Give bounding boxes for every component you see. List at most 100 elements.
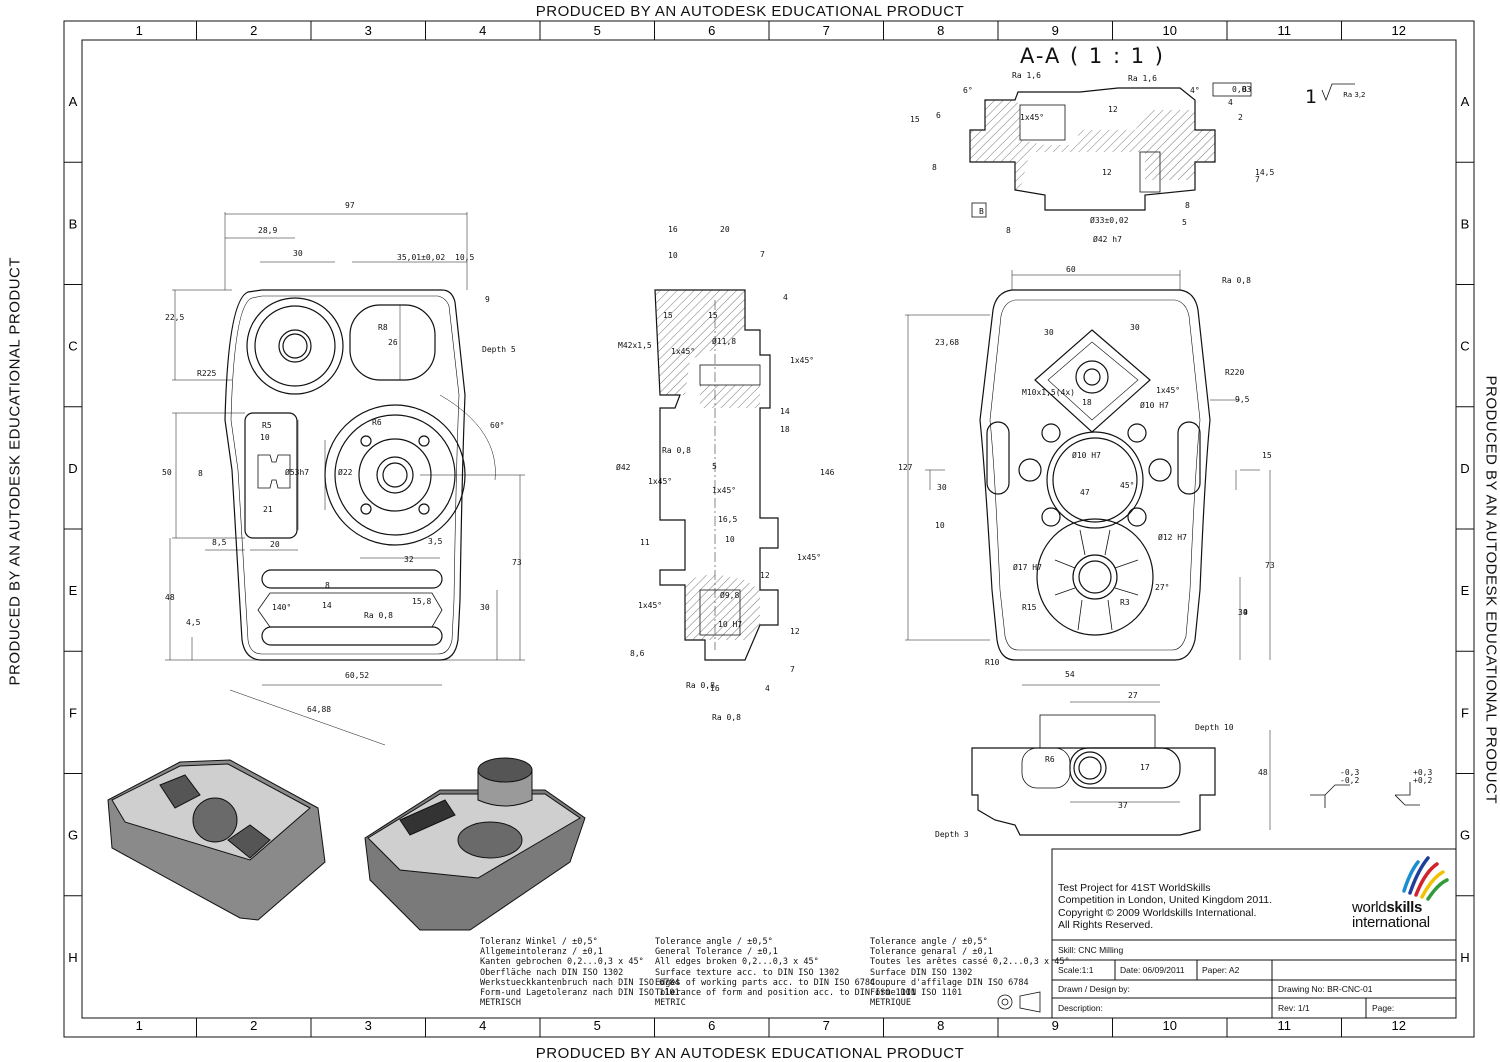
note-line: Allgemeintoleranz / ±0,1 [480, 947, 603, 958]
note-line: Werkstueckkantenbruch nach DIN ISO 6784 [480, 977, 680, 988]
dimension-label: 60° [490, 421, 504, 430]
zone-row-label: B [69, 216, 78, 231]
note-line: Tolerance angle / ±0,5° [870, 937, 988, 947]
dimension-label: B [979, 207, 984, 216]
dimension-label: 54 [1065, 670, 1075, 679]
symbols [971, 82, 1420, 1013]
zone-column-label: 6 [708, 23, 715, 38]
zone-row-label: E [69, 583, 78, 598]
zone-column-label: 12 [1392, 23, 1406, 38]
dimension-label: Ra 1,6 [1012, 71, 1041, 80]
dimension-label: Ra 1,6 [1128, 74, 1157, 83]
dimension-label: 8 [932, 163, 937, 172]
dimension-label: Ø9,8 [720, 590, 739, 600]
note-line: Tolerance of form and position acc. to D… [655, 988, 916, 999]
dimension-label: Depth 5 [482, 345, 516, 354]
zone-column-label: 7 [823, 1018, 830, 1033]
dimension-label: 140° [272, 603, 291, 612]
tolerance-label: +0,3 [1413, 768, 1432, 777]
views [107, 87, 1271, 931]
zone-column-label: 4 [479, 1018, 486, 1033]
zone-row-label: H [1460, 950, 1469, 965]
dimension-label: Depth 3 [935, 830, 969, 839]
dimension-label: 22,5 [165, 313, 184, 322]
dimension-label: 47 [1080, 488, 1090, 497]
note-line: METRISCH [480, 998, 521, 1009]
zone-column-label: 8 [937, 23, 944, 38]
top-view [165, 212, 525, 746]
zone-row-label: A [1461, 94, 1470, 109]
dimension-label: 64,88 [307, 705, 331, 714]
zone-column-label: 5 [594, 1018, 601, 1033]
dimension-label: 8 [1185, 201, 1190, 210]
zone-row-label: D [68, 461, 77, 476]
dimension-label: 14 [322, 601, 332, 610]
zone-column-label: 2 [250, 23, 257, 38]
dimension-label: 30 [480, 603, 490, 612]
dimension-label: B [1242, 85, 1247, 94]
zone-column-label: 1 [136, 23, 143, 38]
dimension-label: R220 [1225, 368, 1244, 377]
dimension-label: Ø53h7 [285, 467, 309, 477]
dimension-label: R6 [1045, 755, 1055, 764]
dimension-label: 12 [1102, 168, 1112, 177]
note-line: Oberfläche nach DIN ISO 1302 [480, 967, 624, 978]
zone-dividers [64, 21, 1474, 1037]
note-line: Form-und Lagetoleranz nach DIN ISO 1101 [480, 988, 680, 999]
dimension-label: 9,5 [1235, 395, 1250, 404]
dimension-label: R8 [378, 323, 388, 332]
tolerance-label: -0,2 [1340, 776, 1359, 785]
dimension-label: 5 [1182, 218, 1187, 227]
zone-row-label: G [68, 828, 78, 843]
dimension-label: 8,5 [212, 538, 227, 547]
feature-control-frame [1212, 82, 1252, 97]
dimension-label: 34 [1238, 608, 1248, 617]
dimension-label: 15,8 [412, 597, 431, 606]
dimension-label: 4 [1228, 98, 1233, 107]
tolerance-label: -0,3 [1340, 768, 1359, 777]
note-line: Tolerance genaral / ±0,1 [870, 947, 993, 958]
dimension-label: 30 [1044, 328, 1054, 337]
zone-row-label: F [1461, 705, 1469, 720]
note-line: Tolerance angle / ±0,5° [655, 937, 773, 947]
dimension-label: 60,52 [345, 671, 369, 680]
title-line-2: Competition in London, United Kingdom 20… [1058, 894, 1273, 907]
isometric-view-2 [364, 757, 586, 931]
dimension-label: 10 H7 [718, 620, 742, 629]
zone-column-label: 10 [1163, 1018, 1177, 1033]
rev-field: Rev: 1/1 [1278, 1003, 1310, 1013]
dimension-label: R6 [372, 418, 382, 427]
dimension-label: 4,5 [186, 618, 201, 627]
dimension-label: 48 [165, 593, 175, 602]
zone-column-label: 11 [1278, 1018, 1292, 1033]
dimension-label: 27 [1128, 691, 1138, 700]
zone-column-label: 6 [708, 1018, 715, 1033]
dimension-label: 6° [963, 86, 973, 95]
dimension-label: 9 [1243, 608, 1248, 617]
dimension-label: 30 [1130, 323, 1140, 332]
title-line-1: Test Project for 41ST WorldSkills [1058, 882, 1211, 894]
worldskills-logo-icon [1402, 856, 1449, 901]
surface-finish-general: 1 Ra 3,2 [1305, 86, 1366, 108]
dimension-label: 48 [1258, 768, 1268, 777]
zone-row-label: F [69, 705, 77, 720]
zone-column-label: 2 [250, 1018, 257, 1033]
dimension-label: Ø11,8 [712, 336, 736, 346]
zone-column-label: 7 [823, 23, 830, 38]
note-line: Toleranz Winkel / ±0,5° [480, 937, 598, 947]
zone-column-label: 9 [1052, 1018, 1059, 1033]
dimension-label: Ra 0,8 [686, 681, 715, 690]
description-field: Description: [1058, 1003, 1103, 1013]
dimension-label: Ø10 H7 [1140, 400, 1169, 410]
dimension-label: 30 [937, 483, 947, 492]
note-line: METRIQUE [870, 998, 911, 1009]
section-hatching [970, 100, 1215, 190]
dimension-label: Depth 10 [1195, 723, 1234, 732]
zone-column-label: 4 [479, 23, 486, 38]
logo-international: international [1352, 914, 1430, 931]
dimension-label: M42x1,5 [618, 341, 652, 350]
dimension-label: 1x45° [638, 601, 662, 610]
dimension-label: 1x45° [712, 486, 736, 495]
dimension-label: 15 [1262, 451, 1272, 460]
zone-column-label: 3 [365, 1018, 372, 1033]
